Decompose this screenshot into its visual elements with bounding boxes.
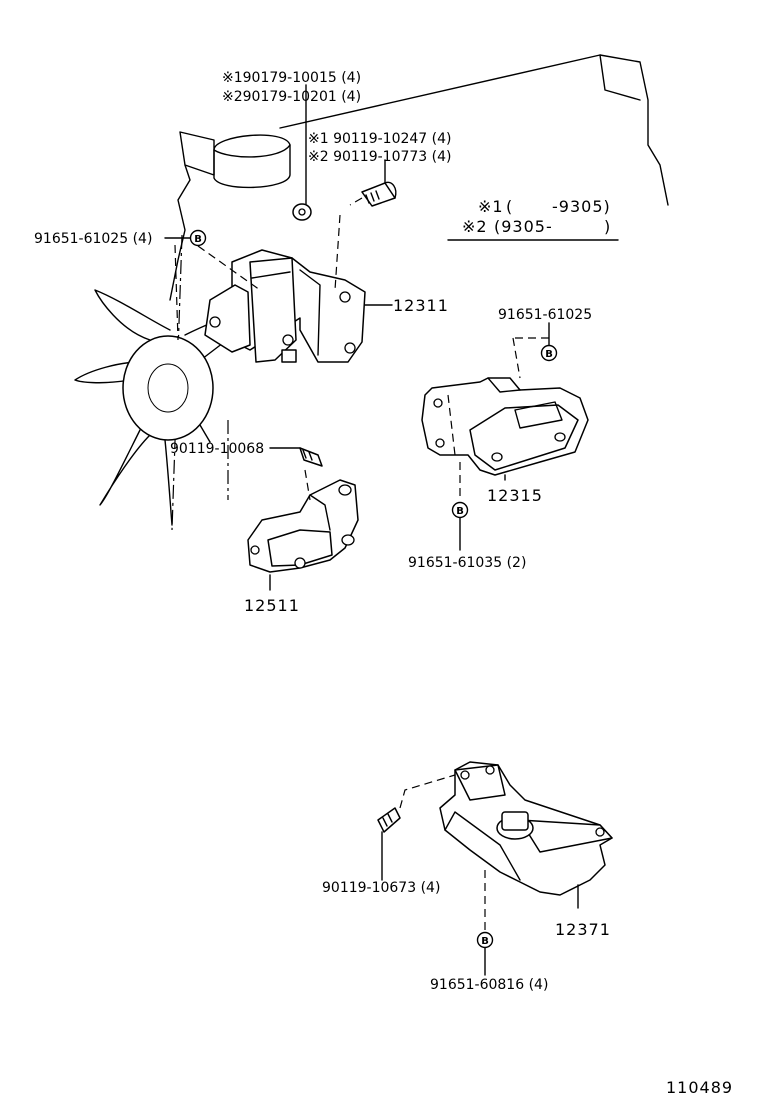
legend-row1-range: -9305) bbox=[552, 197, 611, 216]
part-labels: ※190179-10015 (4) ※290179-10201 (4) ※1 9… bbox=[34, 70, 733, 1097]
label-part-12511: 12511 bbox=[244, 596, 300, 615]
legend-row1-mark: ※1 bbox=[478, 197, 504, 216]
mount-12371 bbox=[377, 761, 613, 930]
label-nut-lower: 91651-60816 (4) bbox=[430, 977, 548, 993]
label-bolt-set-a-2: ※290179-10201 (4) bbox=[222, 89, 361, 105]
label-bolt-lower: 90119-10673 (4) bbox=[322, 880, 440, 896]
label-bolt-set-b-1: ※1 90119-10247 (4) bbox=[308, 131, 452, 147]
label-bolt-set-b-2: ※2 90119-10773 (4) bbox=[308, 149, 452, 165]
engine-outline bbox=[169, 54, 669, 531]
nut-badge-top-left: B bbox=[189, 229, 207, 247]
nut-badge-right-bottom: B bbox=[451, 501, 469, 519]
nut-badge-lower: B bbox=[476, 931, 494, 949]
bracket-12511 bbox=[247, 447, 359, 591]
label-part-12311: 12311 bbox=[393, 296, 449, 315]
legend-box: ※1 ( -9305) ※2 (9305- ) bbox=[447, 197, 619, 241]
label-nut-right-top: 91651-61025 bbox=[498, 307, 592, 323]
svg-text:B: B bbox=[194, 234, 202, 245]
label-part-12371: 12371 bbox=[555, 920, 611, 939]
mount-12315 bbox=[421, 337, 589, 500]
bracket-12311 bbox=[204, 249, 393, 363]
legend-row2-range: (9305- bbox=[494, 217, 553, 236]
label-nut-top-left: 91651-61025 (4) bbox=[34, 231, 152, 247]
label-bolt-fan: 90119-10068 bbox=[170, 441, 264, 457]
svg-text:B: B bbox=[481, 936, 489, 947]
legend-row2-close: ) bbox=[604, 217, 611, 236]
label-nut-right-bottom: 91651-61035 (2) bbox=[408, 555, 526, 571]
washer-bolt-top bbox=[292, 84, 397, 291]
svg-text:B: B bbox=[456, 506, 464, 517]
legend-row2-mark: ※2 bbox=[462, 217, 488, 236]
label-bolt-set-a-1: ※190179-10015 (4) bbox=[222, 70, 361, 86]
svg-text:B: B bbox=[545, 349, 553, 360]
legend-row1-open: ( bbox=[506, 197, 513, 216]
leader-lines bbox=[164, 237, 550, 976]
label-part-12315: 12315 bbox=[487, 486, 543, 505]
figure-id: 110489 bbox=[666, 1078, 733, 1097]
nut-badge-right-top: B bbox=[540, 344, 558, 362]
